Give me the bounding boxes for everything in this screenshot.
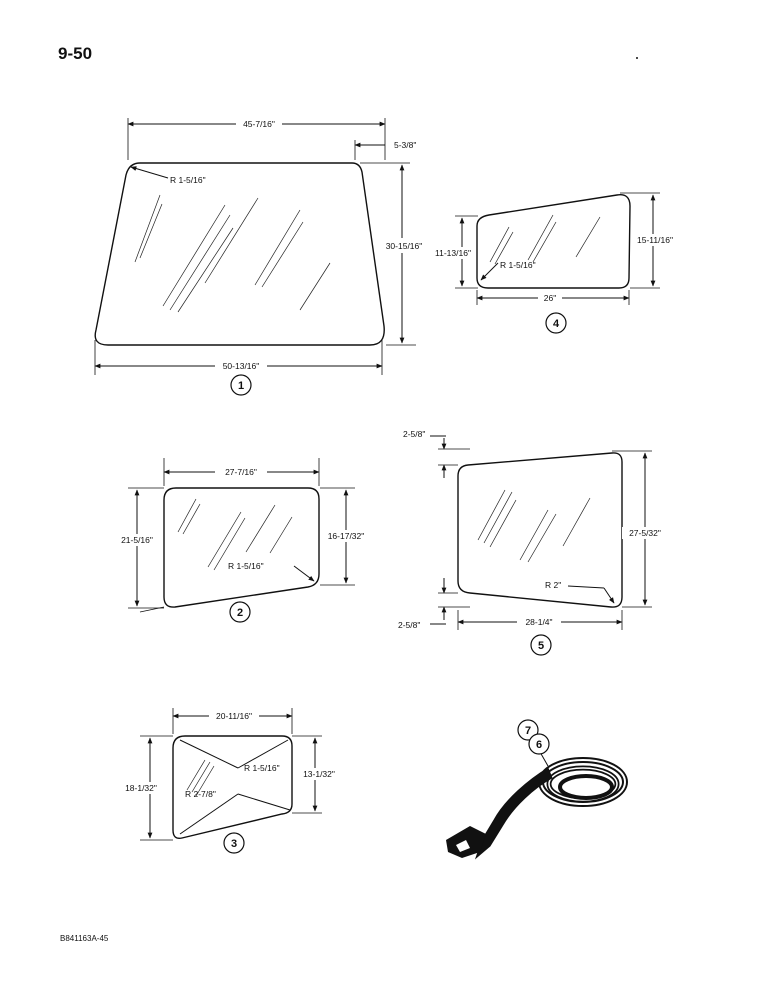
- speck-dot: [636, 57, 638, 59]
- pane-2-width-label: 27-7/16": [225, 467, 257, 477]
- callout-5: 5: [530, 634, 552, 656]
- pane-3-outline: [172, 735, 293, 840]
- callout-5-number: 5: [538, 640, 544, 652]
- pane-2-right-height-label: 16-17/32": [328, 531, 365, 541]
- callout-4-number: 4: [553, 318, 560, 330]
- pane-5-top-offset-label: 2-5/8": [403, 429, 425, 439]
- pane-3: 20-11/16" 18-1/32" 13-1/32" R 1-5/16" R …: [118, 708, 342, 854]
- pane-3-radius-large-label: R 2-7/8": [185, 789, 216, 799]
- part-code: B841163A-45: [60, 934, 109, 943]
- pane-3-radius-leaders: [179, 739, 291, 835]
- pane-2-outline: [163, 487, 320, 608]
- seal-coil: [538, 757, 628, 807]
- pane-1-height-label: 30-15/16": [386, 241, 423, 251]
- page-number: 9-50: [58, 44, 93, 63]
- pane-5: 2-5/8" 2-5/8" 27-5/32" R 2" 28-1/4" 5: [398, 429, 668, 656]
- callout-6-number: 6: [536, 739, 542, 751]
- pane-1-width-bottom-label: 50-13/16": [223, 361, 260, 371]
- pane-1-glare: [134, 194, 331, 313]
- pane-4-width-label: 26": [544, 293, 556, 303]
- callout-6: 6: [528, 733, 550, 755]
- pane-2: 27-7/16" 21-5/16" 16-17/32" R 1-5/16" 2: [112, 458, 370, 623]
- pane-2-left-height-label: 21-5/16": [121, 535, 153, 545]
- callout-1: 1: [230, 374, 252, 396]
- callout-4: 4: [545, 312, 567, 334]
- pane-1-width-top-label: 45-7/16": [243, 119, 275, 129]
- pane-3-width-label: 20-11/16": [216, 711, 252, 721]
- callout-1-number: 1: [238, 380, 244, 392]
- pane-3-radius-small-label: R 1-5/16": [244, 763, 280, 773]
- pane-2-radius-label: R 1-5/16": [228, 561, 264, 571]
- rubber-seal-illustration: 7 6: [446, 719, 628, 860]
- pane-3-glare: [186, 759, 215, 797]
- pane-4: 11-13/16" R 1-5/16" 15-11/16" 26" 4: [430, 192, 678, 334]
- pane-5-bottom-offset-label: 2-5/8": [398, 620, 420, 630]
- pane-5-glare: [477, 489, 591, 563]
- callout-3-number: 3: [231, 838, 237, 850]
- pane-2-glare: [177, 498, 293, 571]
- seal-strip: [474, 767, 553, 860]
- callout-2: 2: [229, 601, 251, 623]
- pane-5-width-label: 28-1/4": [525, 617, 552, 627]
- callout-3: 3: [223, 832, 245, 854]
- pane-1-offset-label: 5-3/8": [394, 140, 416, 150]
- pane-3-right-height-label: 13-1/32": [303, 769, 335, 779]
- callout-7: 7: [517, 719, 539, 741]
- pane-4-radius-label: R 1-5/16": [500, 260, 536, 270]
- pane-4-outline: [476, 194, 631, 289]
- pane-5-outline: [457, 452, 623, 608]
- callout-2-number: 2: [237, 607, 243, 619]
- pane-4-glare: [489, 214, 601, 265]
- pane-4-left-height-label: 11-13/16": [435, 248, 471, 258]
- pane-5-height-label: 27-5/32": [629, 528, 661, 538]
- pane-1-outline: [94, 162, 385, 346]
- pane-5-radius-label: R 2": [545, 580, 561, 590]
- pane-1: 45-7/16" 5-3/8" R 1-5/16" 30-15/16" 50-1…: [94, 118, 427, 396]
- pane-4-right-height-label: 15-11/16": [637, 235, 673, 245]
- callout-7-number: 7: [525, 725, 531, 737]
- pane-3-left-height-label: 18-1/32": [125, 783, 157, 793]
- pane-1-radius-label: R 1-5/16": [170, 175, 206, 185]
